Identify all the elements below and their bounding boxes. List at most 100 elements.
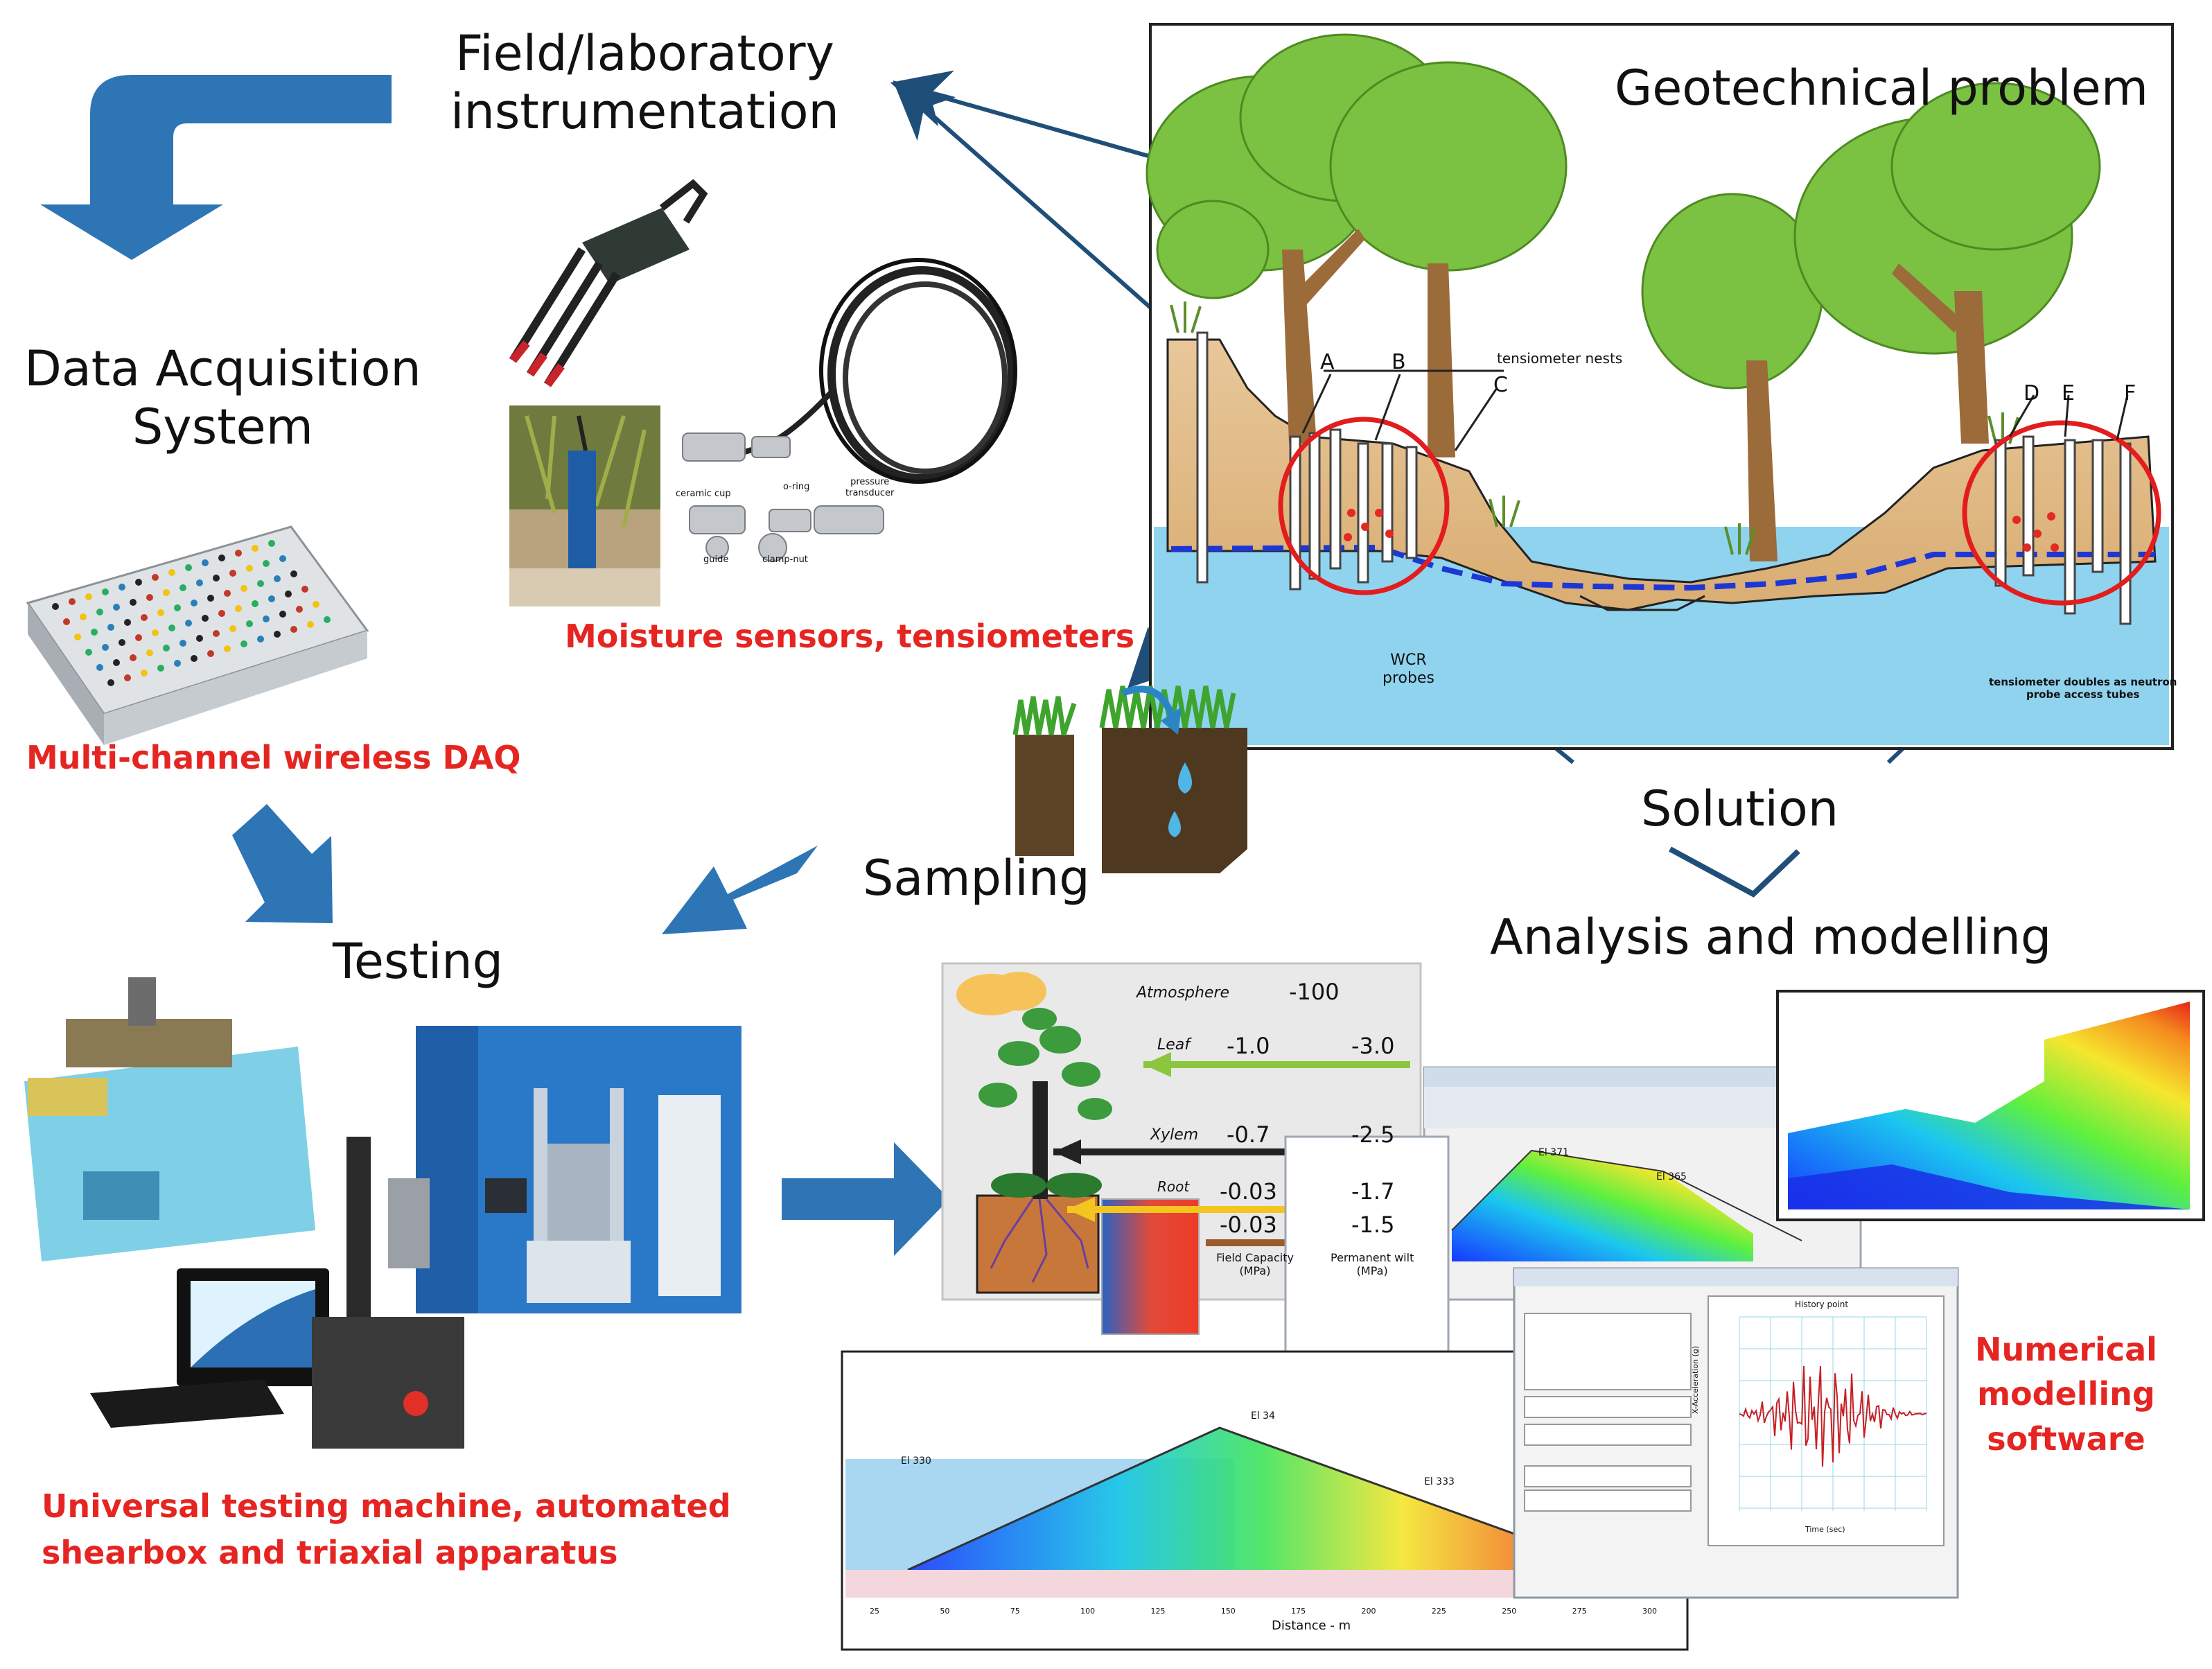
daq-knob <box>107 624 114 631</box>
daq-knob <box>246 620 253 627</box>
daq-knob <box>185 564 192 571</box>
testing-equipment <box>24 977 741 1449</box>
dam-axis-label: Distance - m <box>1272 1618 1351 1633</box>
geotechnical-problem-label: Geotechnical problem <box>1615 60 2149 116</box>
daq-knob <box>240 640 247 647</box>
field-capacity-header: Field Capacity (MPa) <box>1216 1251 1294 1278</box>
cross-section-panel <box>1146 23 2174 750</box>
daq-knob <box>146 649 153 656</box>
daq-knob <box>235 550 242 557</box>
daq-knob <box>63 618 70 625</box>
daq-knob <box>96 664 103 671</box>
daq-knob <box>263 560 270 567</box>
daq-knob <box>85 593 92 600</box>
daq-knob <box>157 609 164 616</box>
dam-axis-tick-label: 50 <box>940 1607 950 1616</box>
daq-knob <box>196 635 203 642</box>
daq-knob <box>191 600 198 606</box>
daq-knob <box>96 609 103 615</box>
nest-label-d: D <box>2024 381 2040 405</box>
soil-samples <box>1012 685 1247 873</box>
arrow-sampling-to-testing <box>662 846 818 934</box>
daq-device <box>26 525 369 745</box>
daq-knob <box>80 613 87 620</box>
daq-knob <box>207 650 214 657</box>
daq-knob <box>163 645 170 652</box>
nest-label-b: B <box>1392 350 1406 374</box>
numerical-software-caption: Numerical modelling software <box>1975 1331 2157 1458</box>
guide-label: guide <box>703 554 729 565</box>
grass <box>1170 302 2019 555</box>
arrow-testing-to-analysis <box>782 1142 949 1256</box>
leaf-field-value: -1.0 <box>1227 1033 1270 1059</box>
daq-knob <box>152 629 159 636</box>
solution-label: Solution <box>1641 780 1839 837</box>
daq-knob <box>235 605 242 612</box>
testing-label: Testing <box>333 933 504 990</box>
daq-knob <box>174 604 181 611</box>
daq-knob <box>141 670 148 676</box>
data-acquisition-label: Data Acquisition System <box>24 340 421 455</box>
tree-group <box>1146 33 2101 390</box>
daq-knob <box>274 631 281 638</box>
daq-knob <box>135 579 142 586</box>
arrow-instrumentation-to-daq <box>40 75 392 260</box>
dam-axis-tick-label: 275 <box>1572 1607 1587 1616</box>
xylem-field-value: -0.7 <box>1227 1121 1270 1148</box>
daq-knob <box>124 619 131 626</box>
daq-knob <box>141 614 148 621</box>
root-label: Root <box>1157 1178 1190 1195</box>
dam-axis-tick-label: 175 <box>1291 1607 1306 1616</box>
daq-knob <box>296 606 303 613</box>
daq-knob <box>313 601 319 608</box>
daq-knob <box>196 579 203 586</box>
daq-knob <box>130 599 137 606</box>
leaf-label: Leaf <box>1157 1036 1191 1054</box>
elevation-label-371: El 371 <box>1538 1147 1569 1158</box>
tensiometer-tubes <box>1196 331 2132 625</box>
daq-knob <box>229 625 236 632</box>
daq-knob <box>285 591 292 597</box>
daq-knob <box>179 584 186 591</box>
daq-knob <box>152 574 159 581</box>
dam-axis-tick-label: 225 <box>1431 1607 1446 1616</box>
dam-axis-tick-label: 250 <box>1502 1607 1517 1616</box>
permanent-wilt-header: Permanent wilt (MPa) <box>1331 1251 1414 1278</box>
pressure-transducer-label: pressure transducer <box>845 477 895 498</box>
nest-label-e: E <box>2062 381 2075 405</box>
daq-knob <box>113 659 120 666</box>
nest-caption: tensiometer nests <box>1497 350 1623 367</box>
nest-label-f: F <box>2124 381 2136 405</box>
analysis-modelling-label: Analysis and modelling <box>1490 909 2052 965</box>
daq-knob <box>191 655 198 662</box>
daq-knob <box>218 554 225 561</box>
leaf-wilt-value: -3.0 <box>1351 1033 1395 1059</box>
graph-y-label: X-Acceleration (g) <box>1691 1345 1700 1414</box>
daq-knob <box>240 585 247 592</box>
daq-knob <box>279 611 286 618</box>
daq-knob <box>246 565 253 572</box>
daq-knob <box>268 540 275 547</box>
dam-axis-tick-label: 200 <box>1361 1607 1376 1616</box>
daq-knob <box>168 624 175 631</box>
daq-knob <box>102 644 109 651</box>
daq-knob <box>252 545 258 552</box>
nest-label-c: C <box>1493 373 1508 397</box>
daq-knob <box>163 589 170 596</box>
wcr-probes <box>1344 509 2059 552</box>
xylem-label: Xylem <box>1150 1126 1199 1144</box>
daq-knob <box>157 665 164 672</box>
elevation-label-365: El 365 <box>1656 1171 1687 1182</box>
daq-knob <box>207 595 214 602</box>
daq-knob <box>91 629 98 636</box>
daq-knob <box>202 559 209 566</box>
daq-knob <box>290 570 297 577</box>
dam-axis-tick-label: 25 <box>870 1607 879 1616</box>
xylem-wilt-value: -2.5 <box>1351 1121 1395 1148</box>
instrumentation-label: Field/laboratory instrumentation <box>450 25 839 140</box>
dam-axis-tick-label: 300 <box>1642 1607 1657 1616</box>
daq-knob <box>185 620 192 627</box>
daq-knob <box>307 621 314 628</box>
daq-knob <box>146 594 153 601</box>
